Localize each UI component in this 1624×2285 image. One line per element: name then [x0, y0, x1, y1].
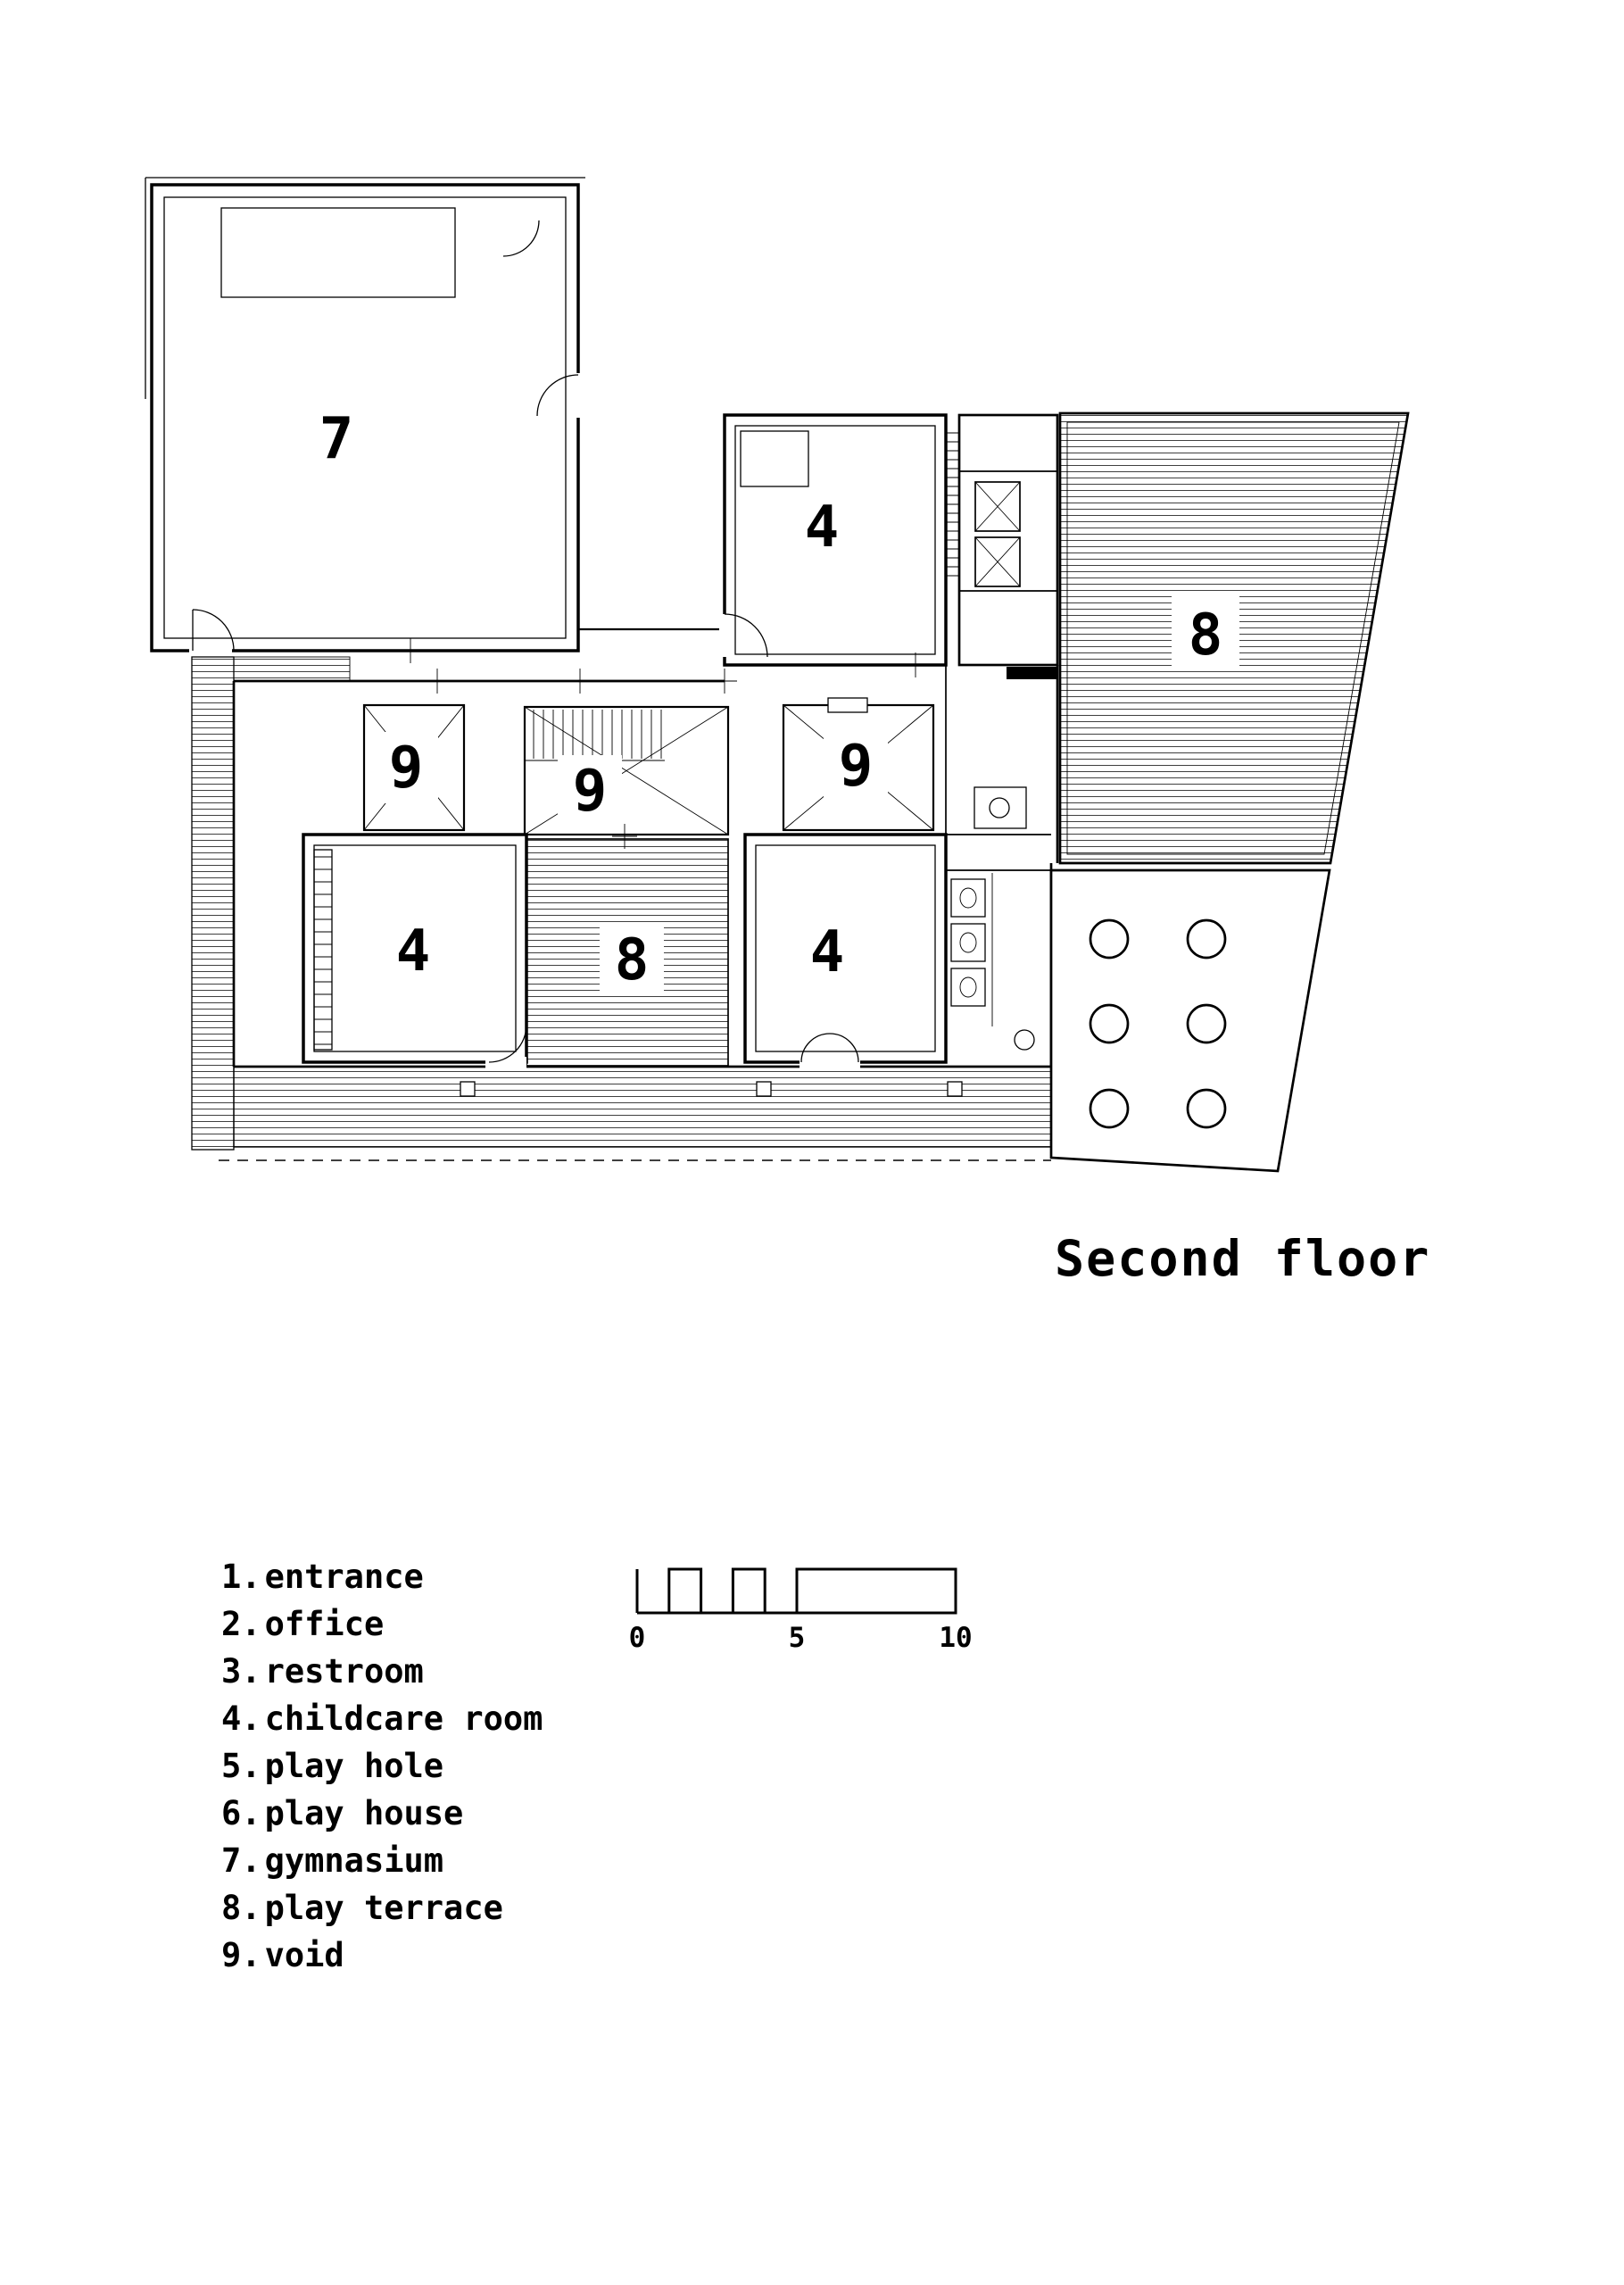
scale-label-0: 0	[629, 1622, 646, 1654]
room-childcare-right	[743, 833, 948, 1069]
deck-strip-bottom	[233, 1066, 1052, 1148]
legend-label: play terrace	[264, 1889, 503, 1927]
label-terrace-center: 8	[615, 927, 650, 993]
legend-num: 3.	[221, 1652, 261, 1691]
room-childcare-left	[302, 833, 528, 1069]
label-childcare-right: 4	[810, 919, 845, 985]
label-void-left: 9	[389, 735, 424, 802]
scale-bar: 0 5 10	[629, 1567, 973, 1654]
scale-label-5: 5	[789, 1622, 806, 1654]
label-void-right: 9	[839, 734, 874, 800]
deck-posts	[460, 1081, 963, 1097]
legend-item-office: 2.office	[221, 1600, 543, 1648]
legend-label: office	[264, 1605, 385, 1643]
wall-poche	[1007, 667, 1058, 679]
legend-label: entrance	[264, 1558, 424, 1596]
legend-item-void: 9.void	[221, 1932, 543, 1979]
elevator-shaft	[957, 413, 1059, 679]
legend-item-play-terrace: 8.play terrace	[221, 1884, 543, 1932]
label-gymnasium: 7	[319, 406, 354, 472]
legend-num: 1.	[221, 1558, 261, 1596]
label-childcare-left: 4	[396, 918, 431, 985]
floor-title: Second floor	[1055, 1230, 1431, 1287]
room-number-labels: 7 4 8 9 9 9 4 8 4	[319, 406, 1239, 995]
legend-num: 8.	[221, 1889, 261, 1927]
legend-label: play house	[264, 1794, 464, 1832]
room-childcare-top	[719, 413, 959, 667]
legend-item-play-house: 6.play house	[221, 1790, 543, 1837]
legend-item-entrance: 1.entrance	[221, 1553, 543, 1600]
terrace-columns	[1049, 868, 1331, 1173]
void-center-stair	[523, 705, 730, 836]
legend-item-play-hole: 5.play hole	[221, 1742, 543, 1790]
legend-label: gymnasium	[264, 1841, 444, 1880]
void-right	[782, 697, 935, 832]
legend-item-childcare-room: 4.childcare room	[221, 1695, 543, 1742]
corridor	[578, 627, 725, 683]
floor-plan-drawing: 7 4 8 9 9 9 4 8 4	[145, 177, 1410, 1173]
deck-strip-left	[191, 656, 235, 1151]
legend-label: restroom	[264, 1652, 424, 1691]
legend-label: void	[264, 1936, 344, 1974]
legend-num: 5.	[221, 1747, 261, 1785]
legend-num: 6.	[221, 1794, 261, 1832]
label-void-center: 9	[573, 759, 608, 825]
scale-label-10: 10	[939, 1622, 972, 1654]
label-terrace-upper: 8	[1189, 602, 1223, 669]
label-childcare-top: 4	[805, 494, 840, 561]
legend-label: childcare room	[264, 1699, 543, 1738]
legend-item-restroom: 3.restroom	[221, 1648, 543, 1695]
legend-num: 9.	[221, 1936, 261, 1974]
legend-item-gymnasium: 7.gymnasium	[221, 1837, 543, 1884]
legend-num: 4.	[221, 1699, 261, 1738]
restroom	[950, 786, 1035, 1051]
room-gymnasium	[145, 177, 585, 663]
legend-num: 7.	[221, 1841, 261, 1880]
legend: 1.entrance 2.office 3.restroom 4.childca…	[221, 1553, 543, 1979]
legend-label: play hole	[264, 1747, 444, 1785]
legend-num: 2.	[221, 1605, 261, 1643]
